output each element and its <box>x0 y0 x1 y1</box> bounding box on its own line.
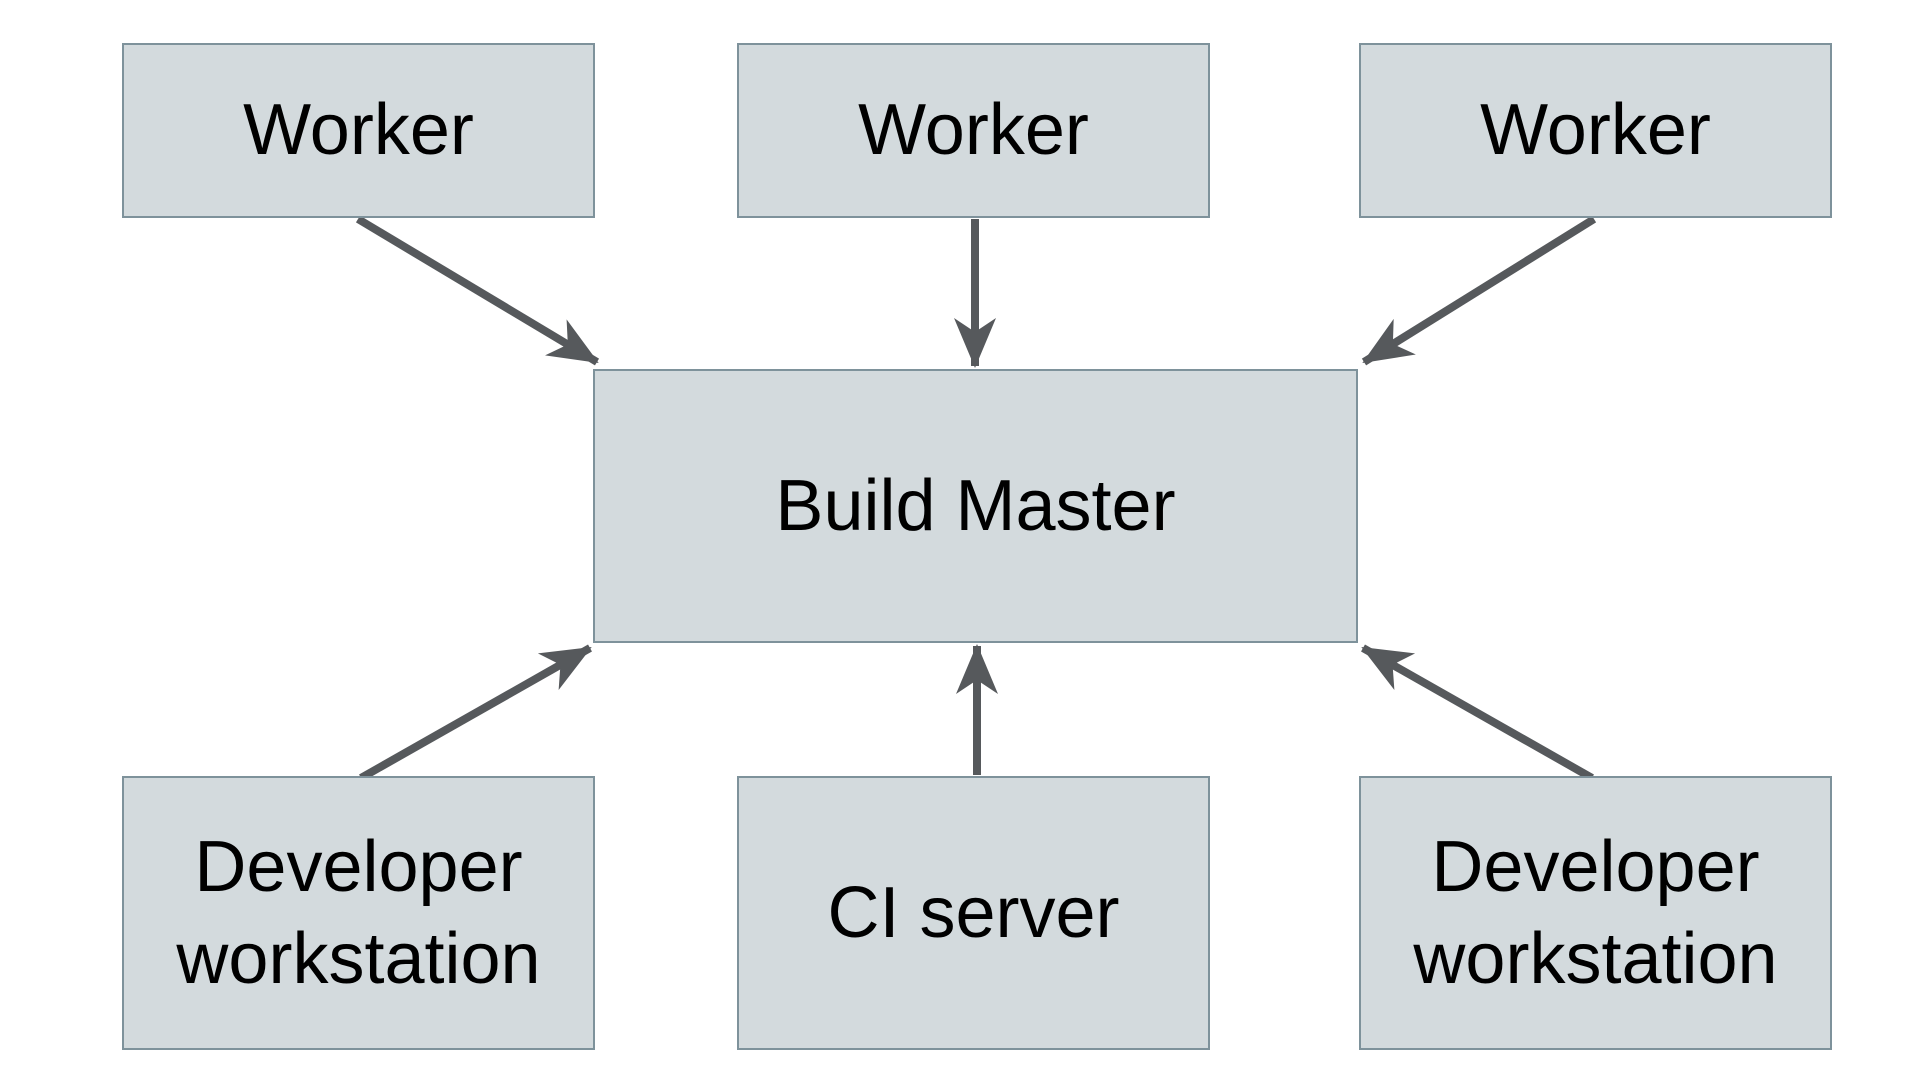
node-worker-2: Worker <box>737 43 1210 218</box>
edge-devright-to-build-master <box>1361 644 1594 782</box>
node-build-master: Build Master <box>593 369 1358 643</box>
node-build-master-label: Build Master <box>775 465 1176 546</box>
node-developer-workstation-right-label: Developer workstation <box>1413 826 1778 999</box>
edge-worker3-to-build-master <box>1361 215 1597 366</box>
node-worker-1-label: Worker <box>243 90 474 171</box>
node-worker-2-label: Worker <box>858 90 1089 171</box>
edge-worker1-to-build-master <box>355 215 600 366</box>
node-ci-server-label: CI server <box>827 872 1120 953</box>
node-worker-3: Worker <box>1359 43 1832 218</box>
node-developer-workstation-right: Developer workstation <box>1359 776 1832 1050</box>
node-ci-server: CI server <box>737 776 1210 1050</box>
node-worker-3-label: Worker <box>1480 90 1711 171</box>
edge-devleft-to-build-master <box>359 644 592 782</box>
node-worker-1: Worker <box>122 43 595 218</box>
node-developer-workstation-left: Developer workstation <box>122 776 595 1050</box>
node-developer-workstation-left-label: Developer workstation <box>176 826 541 999</box>
